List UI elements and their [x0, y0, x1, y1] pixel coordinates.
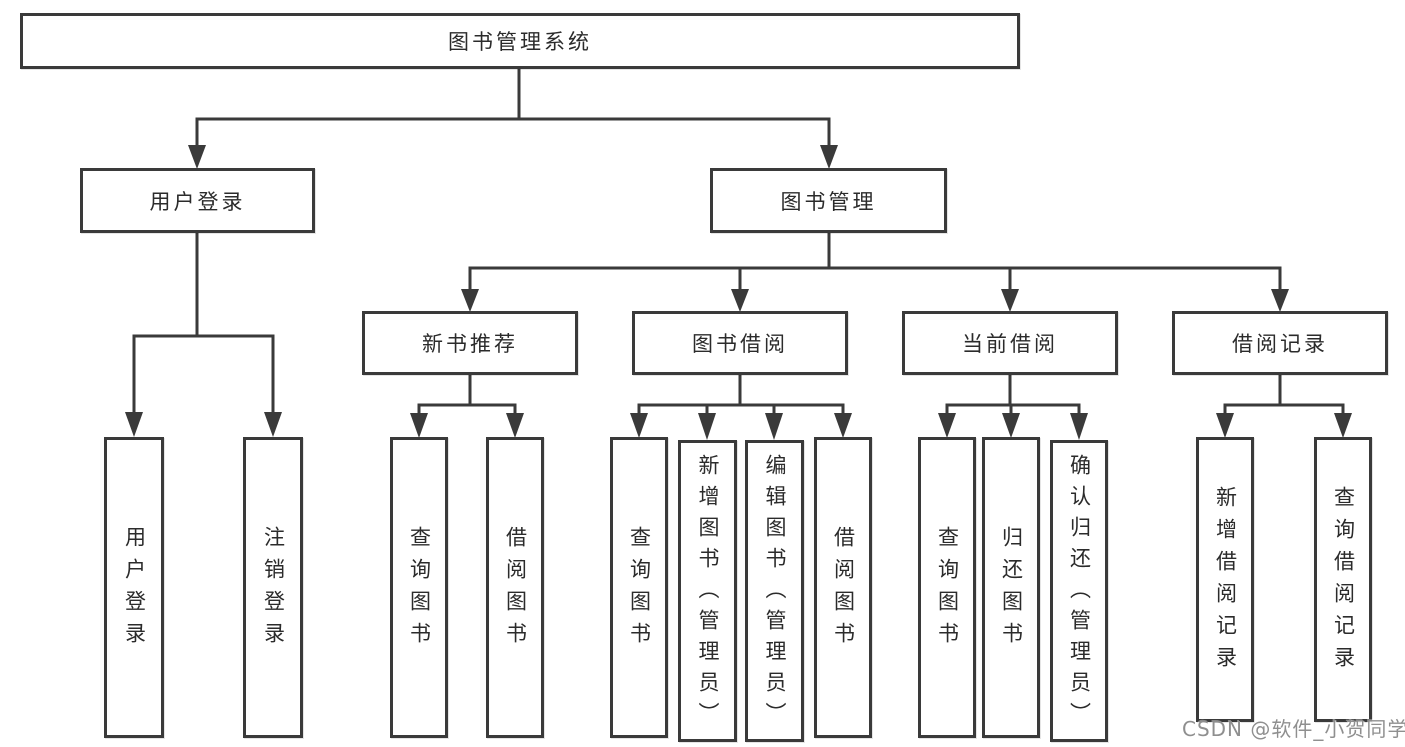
leaf-borrow-books-1: 借阅图书 — [486, 437, 544, 738]
node-borrow-records: 借阅记录 — [1172, 311, 1388, 375]
leaf-label: 查询图书 — [407, 525, 432, 654]
leaf-label: 归还图书 — [999, 525, 1024, 654]
leaf-label: 确认归还（管理员） — [1067, 453, 1092, 733]
node-new-book-recommend: 新书推荐 — [362, 311, 578, 375]
leaf-label: 新增借阅记录 — [1213, 485, 1238, 678]
leaf-return-books: 归还图书 — [982, 437, 1040, 738]
leaf-add-books-admin: 新增图书（管理员） — [678, 440, 737, 742]
node-label: 用户登录 — [149, 189, 246, 214]
leaf-label: 查询图书 — [935, 525, 960, 654]
leaf-label: 查询借阅记录 — [1331, 485, 1356, 678]
node-current-borrow: 当前借阅 — [902, 311, 1118, 375]
leaf-query-books-3: 查询图书 — [918, 437, 976, 738]
leaf-edit-books-admin: 编辑图书（管理员） — [745, 440, 804, 742]
leaf-label: 新增图书（管理员） — [696, 453, 720, 733]
node-user-login: 用户登录 — [80, 168, 315, 233]
leaf-label: 借阅图书 — [831, 525, 856, 654]
leaf-borrow-books-2: 借阅图书 — [814, 437, 872, 738]
leaf-add-borrow-record: 新增借阅记录 — [1196, 437, 1254, 722]
node-book-borrow: 图书借阅 — [632, 311, 848, 375]
leaf-label: 用户登录 — [122, 525, 147, 654]
leaf-label: 编辑图书（管理员） — [763, 453, 787, 733]
leaf-query-books-2: 查询图书 — [610, 437, 668, 738]
node-label: 新书推荐 — [422, 332, 518, 356]
leaf-query-books-1: 查询图书 — [390, 437, 448, 738]
node-label: 图书管理系统 — [448, 30, 592, 54]
leaf-label: 查询图书 — [627, 525, 652, 654]
node-label: 图书借阅 — [692, 332, 788, 356]
leaf-label: 注销登录 — [261, 525, 286, 654]
leaf-user-login: 用户登录 — [104, 437, 164, 738]
leaf-logout: 注销登录 — [243, 437, 303, 738]
node-label: 借阅记录 — [1232, 332, 1328, 356]
node-book-management: 图书管理 — [710, 168, 947, 233]
leaf-query-borrow-record: 查询借阅记录 — [1314, 437, 1372, 722]
csdn-watermark: CSDN @软件_小贺同学 — [1182, 717, 1405, 741]
node-label: 图书管理 — [780, 189, 877, 214]
leaf-label: 借阅图书 — [503, 525, 528, 654]
leaf-confirm-return-admin: 确认归还（管理员） — [1050, 440, 1108, 742]
node-library-management-system: 图书管理系统 — [20, 13, 1020, 69]
node-label: 当前借阅 — [962, 332, 1058, 356]
